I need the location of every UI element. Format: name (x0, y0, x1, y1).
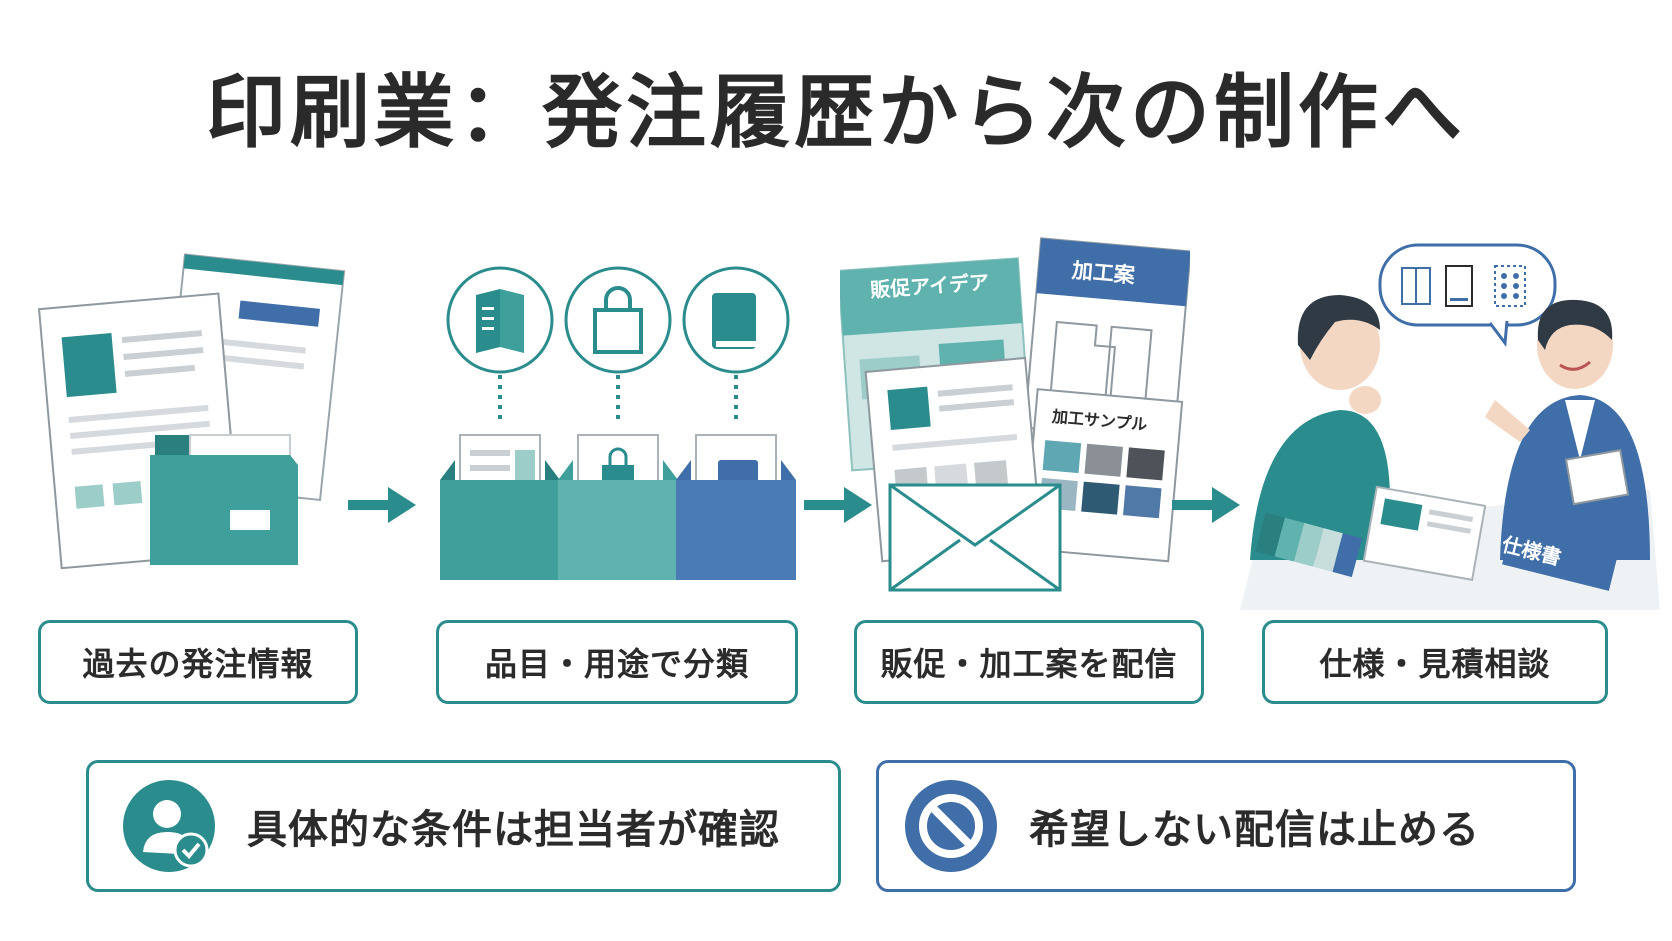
step-promotion-delivery: 販促・加工案を配信 (854, 620, 1204, 704)
process-ideas-card-label: 加工案 (1070, 258, 1136, 288)
consultation-illustration: 仕様書 (1240, 240, 1660, 610)
note-stop-unwanted-text: 希望しない配信は止める (1029, 807, 1480, 853)
step-past-orders: 過去の発注情報 (38, 620, 358, 704)
promotion-proposal-illustration: 販促アイデア 加工案 加工サンプル (840, 235, 1190, 595)
prohibit-icon (905, 780, 997, 872)
note-staff-confirms-text: 具体的な条件は担当者が確認 (247, 807, 780, 853)
arrow-right-icon (1172, 487, 1240, 523)
person-check-icon (123, 780, 215, 872)
arrow-right-icon (804, 487, 872, 523)
note-stop-unwanted: 希望しない配信は止める (876, 760, 1576, 892)
step-classification: 品目・用途で分類 (436, 620, 798, 704)
step-spec-estimate: 仕様・見積相談 (1262, 620, 1608, 704)
page-title: 印刷業：発注履歴から次の制作へ (206, 66, 1466, 159)
arrow-right-icon (348, 487, 416, 523)
past-orders-illustration (30, 240, 350, 590)
classification-illustration (430, 265, 800, 585)
note-staff-confirms: 具体的な条件は担当者が確認 (86, 760, 841, 892)
